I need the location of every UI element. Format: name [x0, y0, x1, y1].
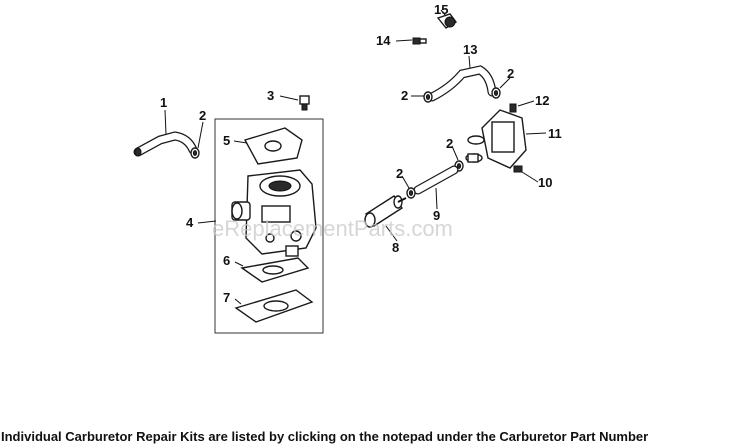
callout-14: 14: [376, 33, 391, 48]
fuel-line-hose-left[interactable]: [133, 131, 198, 157]
callout-1: 1: [160, 95, 167, 110]
callout-8: 8: [392, 240, 399, 255]
callout-10: 10: [538, 175, 552, 190]
small-screw[interactable]: [412, 37, 427, 45]
fuel-line-hose-right[interactable]: [427, 65, 497, 102]
callout-6: 6: [223, 253, 230, 268]
carburetor-gasket-lower[interactable]: [234, 289, 314, 323]
callout-2: 2: [446, 136, 453, 151]
pump-screw[interactable]: [509, 103, 517, 113]
callout-3: 3: [267, 88, 274, 103]
hose-clamp[interactable]: [423, 91, 433, 103]
fuel-line-short[interactable]: [413, 165, 459, 195]
callout-4: 4: [186, 215, 194, 230]
callout-7: 7: [223, 290, 230, 305]
carburetor-group-box: [214, 118, 324, 334]
callout-2: 2: [199, 108, 206, 123]
carburetor-gasket-upper[interactable]: [243, 127, 303, 165]
fuel-pump[interactable]: [465, 109, 527, 169]
watermark: eReplacementParts.com: [212, 216, 453, 241]
callout-13: 13: [463, 42, 477, 57]
hose-clamp[interactable]: [190, 147, 200, 159]
callout-2: 2: [401, 88, 408, 103]
callout-12: 12: [535, 93, 549, 108]
carburetor-gasket-middle[interactable]: [240, 257, 310, 283]
carburetor[interactable]: [231, 169, 317, 257]
leader-lines: [164, 9, 547, 305]
callout-5: 5: [223, 133, 230, 148]
fitting-elbow[interactable]: [436, 13, 458, 29]
callout-2: 2: [396, 166, 403, 181]
screw[interactable]: [299, 95, 310, 111]
footer-note: Individual Carburetor Repair Kits are li…: [1, 429, 649, 444]
callout-11: 11: [548, 126, 562, 141]
callout-2: 2: [507, 66, 514, 81]
callout-15: 15: [434, 2, 448, 17]
fuel-filter[interactable]: [364, 195, 407, 228]
hose-clamp[interactable]: [491, 87, 501, 99]
pump-mounting-screw[interactable]: [513, 165, 523, 173]
callout-9: 9: [433, 208, 440, 223]
hose-clamp[interactable]: [406, 187, 416, 199]
